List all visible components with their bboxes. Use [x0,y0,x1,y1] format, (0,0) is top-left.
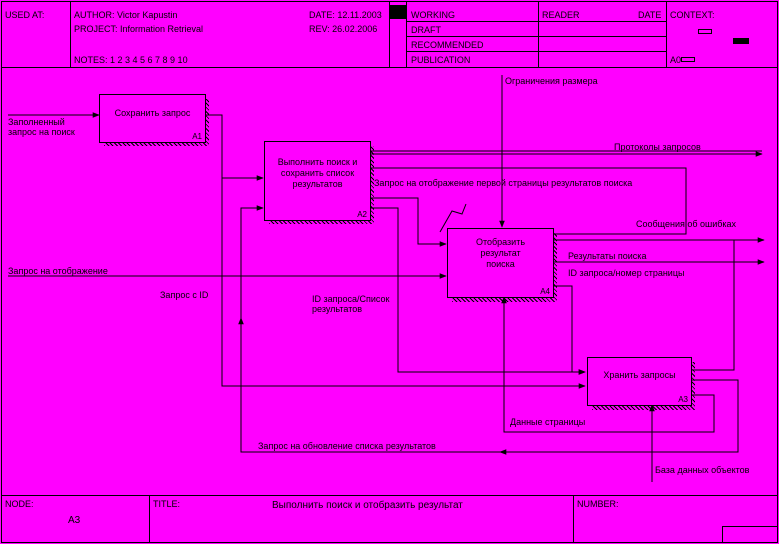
arrow-query-with-id [221,178,586,389]
status-publication: PUBLICATION [411,55,471,65]
diagram-title: Выполнить поиск и отобразить результат [272,500,463,511]
label-search-results: Результаты поиска [568,251,647,261]
activity-number: A4 [540,287,550,296]
project-field: PROJECT: Information Retrieval [74,24,204,34]
node-value: A3 [68,515,81,526]
label-id-result-list: ID запроса/Список результатов [312,294,390,314]
arrow-id-result-list [370,207,586,375]
status-draft: DRAFT [411,25,441,35]
author-field: AUTHOR: Victor Kapustin [74,10,178,20]
activity-label: Выполнить поиск и сохранить список резул… [277,157,358,189]
label-query-protocols: Протоколы запросов [614,142,701,152]
label-update-request: Запрос на обновление списка результатов [258,441,436,451]
arrow-page-data [501,296,715,433]
label-error-messages: Сообщения об ошибках [636,219,737,229]
activity-box-a2[interactable]: Выполнить поиск и сохранить список резул… [264,141,371,221]
arrow-first-page-request [370,167,687,235]
reader-label: READER [542,10,580,20]
status-recommended: RECOMMENDED [411,40,484,50]
context-label: CONTEXT: [670,10,715,20]
activity-number: A2 [357,210,367,219]
activity-label: Хранить запросы [603,370,676,380]
label-size-limit: Ограничения размера [505,76,598,86]
rev-field: REV: 26.02.2006 [309,24,378,34]
activity-label: Отобразить результат поиска [475,237,526,269]
arrow-a1-to-a2 [205,114,264,181]
arrow-update-request [238,317,739,453]
label-display-request: Запрос на отображение [8,266,108,276]
status-working: WORKING [411,10,455,20]
context-node: A0 [670,55,682,65]
label-object-db: База данных объектов [655,465,750,475]
activity-label: Сохранить запрос [114,108,191,118]
activity-box-a3[interactable]: Хранить запросы A3 [587,357,692,406]
label-filled-query: Заполненный запрос на поиск [8,117,75,137]
used-at-label: USED AT: [5,10,45,20]
activity-number: A3 [678,395,688,404]
activity-box-a1[interactable]: Сохранить запрос A1 [99,94,206,143]
activity-number: A1 [192,132,202,141]
reader-date-label: DATE [638,10,662,20]
label-query-with-id: Запрос с ID [160,290,209,300]
label-page-data: Данные страницы [510,417,586,427]
label-query-id-page: ID запроса/номер страницы [568,268,685,278]
label-first-page-request: Запрос на отображение первой страницы ре… [374,178,633,188]
number-label: NUMBER: [577,499,619,509]
date-field: DATE: 12.11.2003 [309,10,382,20]
title-label: TITLE: [153,499,181,509]
activity-box-a4[interactable]: Отобразить результат поиска A4 [447,228,554,298]
notes-field: NOTES: 1 2 3 4 5 6 7 8 9 10 [74,55,188,65]
node-label: NODE: [5,499,34,509]
